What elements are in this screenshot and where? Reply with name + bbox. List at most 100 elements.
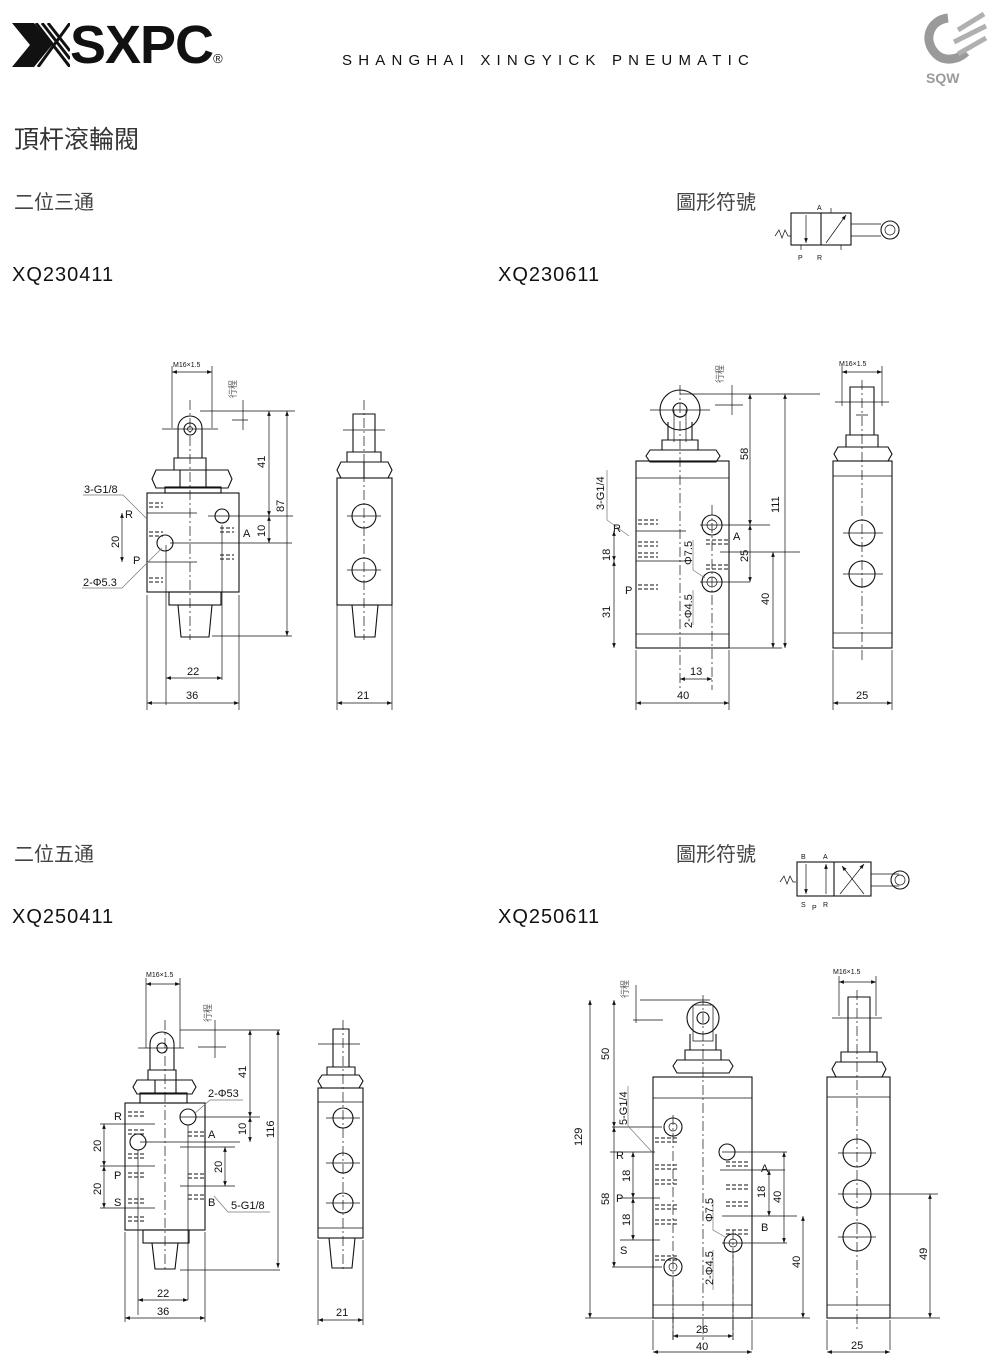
dim-10: 10 (237, 1123, 249, 1135)
port-a: A (733, 531, 741, 543)
dim-41: 41 (256, 456, 268, 468)
port-a: A (243, 528, 251, 540)
dim-22: 22 (157, 1288, 169, 1300)
dim-22: 22 (187, 666, 199, 678)
port-s: S (114, 1197, 121, 1209)
logo-stripes-icon (12, 23, 70, 67)
symbol-port-p: P (798, 255, 803, 262)
port-r: R (616, 1150, 624, 1162)
dim-58: 58 (600, 1193, 612, 1205)
port-p: P (616, 1193, 623, 1205)
dim-129: 129 (573, 1128, 585, 1146)
dim-36: 36 (186, 690, 198, 702)
port-a: A (208, 1129, 216, 1141)
port-r: R (613, 523, 621, 535)
symbol-port-a: A (823, 854, 828, 861)
label-ports: 3-G1/4 (595, 476, 607, 510)
dim-stroke-label: 行程 (202, 1004, 214, 1022)
dim-25-width: 25 (856, 690, 868, 702)
sqw-text: SQW (926, 70, 960, 86)
dim-stroke-label: 行程 (227, 380, 239, 398)
dim-20-right: 20 (213, 1161, 225, 1173)
model-xq250411: XQ250411 (12, 906, 115, 928)
company-name: SHANGHAI XINGYICK PNEUMATIC (342, 52, 755, 69)
page-title: 頂杆滾輪閥 (14, 125, 140, 154)
dim-stroke-label: 行程 (619, 980, 631, 998)
symbol-port-r: R (817, 255, 822, 262)
symbol-port-b: B (801, 854, 806, 861)
logo-text: SXPC (70, 15, 214, 75)
dim-49: 49 (918, 1248, 930, 1260)
dim-thread: M16×1.5 (833, 969, 861, 976)
dim-40-width: 40 (696, 1341, 708, 1353)
dim-18-right: 18 (756, 1186, 768, 1198)
model-xq230611: XQ230611 (498, 264, 601, 286)
dim-116: 116 (265, 1120, 277, 1138)
label-phi: Φ7.5 (704, 1198, 716, 1222)
dim-thread: M16×1.5 (173, 362, 201, 369)
port-b: B (208, 1197, 215, 1209)
label-phi: Φ7.5 (683, 541, 695, 565)
symbol-port-s: S (801, 902, 806, 909)
dim-18-lower: 18 (621, 1214, 633, 1226)
sxpc-logo: SXPC® (12, 14, 223, 76)
symbol-label-5way: 圖形符號 (676, 842, 756, 866)
label-ports: 5-G1/4 (618, 1091, 630, 1125)
dim-26: 26 (696, 1324, 708, 1336)
dim-thread: M16×1.5 (839, 361, 867, 368)
label-holes: 2-Φ4.5 (704, 1251, 716, 1285)
registered-mark: ® (213, 51, 223, 66)
label-holes: 2-Φ4.5 (683, 594, 695, 628)
symbol-port-r: R (823, 902, 828, 909)
port-r: R (125, 509, 133, 521)
dim-40-ports: 40 (772, 1191, 784, 1203)
port-p: P (625, 585, 632, 597)
dim-40-height: 40 (791, 1256, 803, 1268)
dim-25-width: 25 (851, 1340, 863, 1352)
label-holes: 2-Φ5.3 (83, 577, 117, 589)
dim-40-height: 40 (760, 593, 772, 605)
section-heading-5way: 二位五通 (14, 842, 94, 866)
dim-thread: M16×1.5 (146, 972, 174, 979)
port-r: R (114, 1111, 122, 1123)
dim-87: 87 (275, 500, 287, 512)
dim-111: 111 (770, 496, 782, 513)
drawing-xq230611: 行程 58 25 111 40 18 31 3-G1/4 R P A Φ7.5 … (595, 361, 893, 710)
model-xq250611: XQ250611 (498, 906, 601, 928)
sqw-logo: SQW (918, 10, 988, 86)
dim-18-upper: 18 (621, 1170, 633, 1182)
drawing-xq250411: 行程 M16×1.5 41 10 116 20 20 20 2-Φ53 5-G1… (92, 972, 364, 1325)
dim-40-width: 40 (677, 690, 689, 702)
port-b: B (761, 1222, 768, 1234)
drawing-xq230411: M16×1.5 行程 41 10 87 20 22 36 3-G1/8 2-Φ5… (82, 362, 393, 710)
dim-36: 36 (157, 1306, 169, 1318)
port-a: A (761, 1163, 769, 1175)
section-heading-3way: 二位三通 (14, 190, 94, 214)
dim-20-lower: 20 (92, 1183, 104, 1195)
sqw-emblem-icon (924, 11, 988, 64)
label-holes: 2-Φ53 (208, 1088, 239, 1100)
dim-41: 41 (237, 1066, 249, 1078)
dim-25: 25 (739, 550, 751, 562)
pneumatic-symbol-5way: B A S P R (779, 854, 910, 912)
dim-58: 58 (739, 448, 751, 460)
dim-10: 10 (256, 525, 268, 537)
label-ports: 5-G1/8 (231, 1200, 265, 1212)
dim-stroke-label: 行程 (714, 365, 726, 383)
label-ports: 3-G1/8 (84, 484, 118, 496)
port-p: P (133, 555, 140, 567)
dim-13: 13 (690, 666, 702, 678)
model-xq230411: XQ230411 (12, 264, 115, 286)
symbol-label-3way: 圖形符號 (676, 190, 756, 214)
symbol-port-p: P (812, 905, 817, 912)
dim-20: 20 (110, 536, 122, 548)
dim-50: 50 (600, 1048, 612, 1060)
pneumatic-symbol-3way: A P R (774, 205, 900, 262)
port-s: S (620, 1245, 627, 1257)
port-p: P (114, 1170, 121, 1182)
drawing-xq250611: 行程 129 50 58 18 18 5-G1/4 R P S A B Φ7.5… (573, 969, 940, 1354)
symbol-port-a: A (817, 205, 822, 212)
dim-20-upper: 20 (92, 1140, 104, 1152)
